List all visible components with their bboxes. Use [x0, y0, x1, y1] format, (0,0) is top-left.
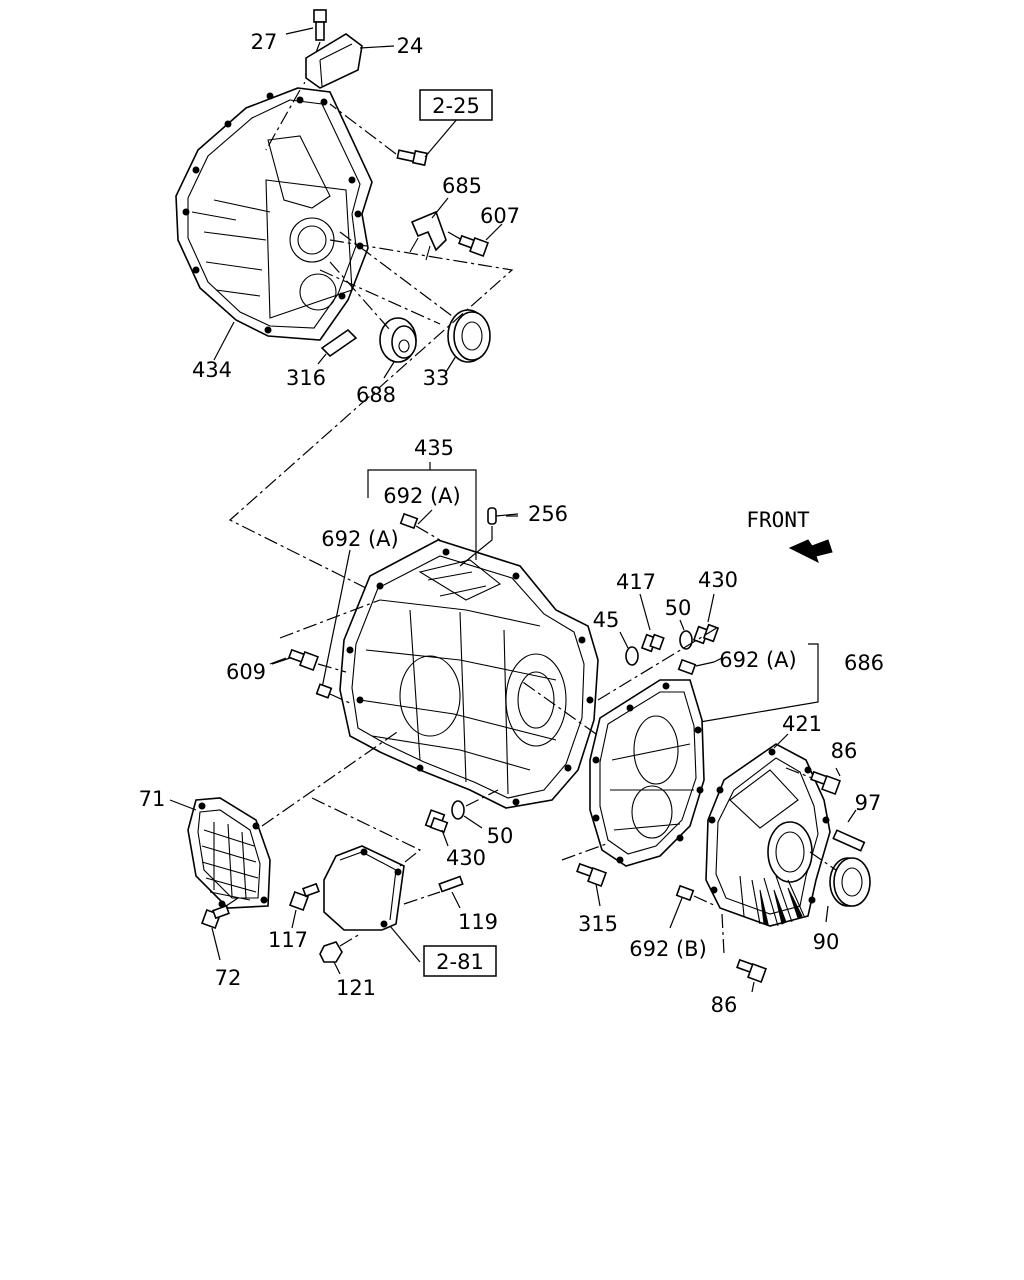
label-119: 119	[458, 910, 498, 934]
bolt-2-25	[329, 103, 459, 167]
oring-45	[619, 631, 639, 666]
seal-33	[445, 309, 491, 373]
plug-430-top	[692, 593, 720, 645]
label-121: 121	[336, 976, 376, 1000]
label-421: 421	[782, 712, 822, 736]
center-plate-686	[589, 679, 705, 867]
plate-316	[317, 328, 358, 365]
label-71: 71	[139, 787, 166, 811]
label-256: 256	[528, 502, 568, 526]
ref-box-2-81	[423, 945, 497, 977]
label-692a-top: 692 (A)	[383, 484, 461, 508]
label-72: 72	[215, 966, 242, 990]
dowel-692a-right	[677, 658, 715, 676]
bolt-72	[201, 897, 239, 961]
ref-box-2-25	[419, 89, 493, 121]
transmission-case-435	[339, 539, 599, 809]
label-435: 435	[414, 436, 454, 460]
label-97: 97	[855, 791, 882, 815]
ring-50-bottom	[451, 789, 499, 829]
label-692a-right: 692 (A)	[719, 648, 797, 672]
bracket-685	[409, 197, 449, 261]
label-86-bottom: 86	[711, 993, 738, 1017]
label-24: 24	[397, 34, 424, 58]
label-417: 417	[616, 570, 656, 594]
label-430-bottom: 430	[446, 846, 486, 870]
label-609: 609	[226, 660, 266, 684]
dowel-692b	[669, 884, 717, 929]
label-86-top: 86	[831, 739, 858, 763]
label-33: 33	[423, 366, 450, 390]
plug-417	[639, 593, 665, 653]
label-315: 315	[578, 912, 618, 936]
label-692a-left: 692 (A)	[321, 527, 399, 551]
plug-430-bottom	[424, 809, 449, 847]
label-692b: 692 (B)	[629, 937, 707, 961]
label-686: 686	[844, 651, 884, 675]
bolt-117	[289, 882, 320, 929]
label-688: 688	[356, 383, 396, 407]
front-label: FRONT	[746, 508, 810, 532]
ref-2-25: 2-25	[432, 94, 480, 118]
label-45: 45	[593, 608, 620, 632]
bearing-688	[379, 317, 417, 379]
label-685: 685	[442, 174, 482, 198]
bolt-609	[271, 599, 381, 673]
bolt-607	[447, 223, 503, 257]
bolt-315	[576, 862, 607, 907]
cover-24	[265, 33, 395, 151]
stud-97	[832, 809, 866, 852]
front-arrow-icon	[788, 539, 833, 563]
ref-2-81: 2-81	[436, 950, 484, 974]
dowel-692a-left	[315, 683, 353, 705]
label-27: 27	[251, 30, 278, 54]
label-316: 316	[286, 366, 326, 390]
extension-housing-421	[705, 733, 831, 927]
side-cover-71	[169, 797, 271, 909]
nut-121	[319, 933, 361, 975]
bolt-86-bottom	[721, 913, 767, 993]
clutch-housing-434	[175, 87, 373, 361]
dowel-692a-top	[399, 509, 441, 541]
plug-256	[459, 507, 519, 567]
stud-119	[403, 875, 464, 909]
label-50-bottom: 50	[487, 824, 514, 848]
label-50-top: 50	[665, 596, 692, 620]
label-90: 90	[813, 930, 840, 954]
bolt-86-top	[785, 767, 841, 795]
pto-cover	[323, 845, 405, 931]
label-434: 434	[192, 358, 232, 382]
label-607: 607	[480, 204, 520, 228]
label-430-top: 430	[698, 568, 738, 592]
label-117: 117	[268, 928, 308, 952]
seal-90	[809, 851, 871, 923]
